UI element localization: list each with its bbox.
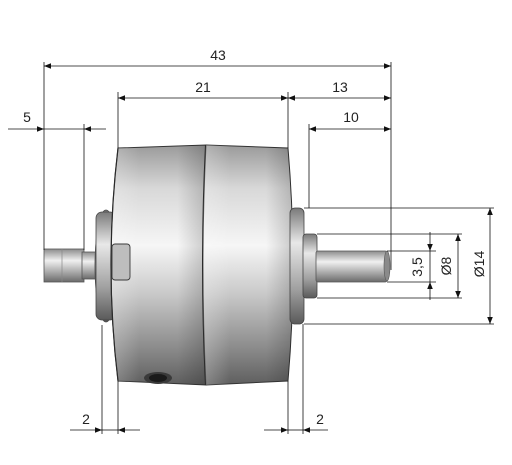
- dim-right-flange: 2: [316, 411, 324, 427]
- body-left-half: [110, 144, 207, 386]
- dim-shaft-flat: 3,5: [409, 257, 425, 277]
- set-screw-icon: [144, 372, 172, 384]
- dim-shaft-diameter: Ø8: [438, 256, 454, 275]
- output-shaft: [315, 250, 391, 283]
- body-right-half: [202, 144, 294, 386]
- dim-hub-diameter: Ø14: [471, 251, 487, 278]
- dim-output-free-length: 10: [343, 109, 359, 125]
- dimension-lines: [8, 62, 494, 434]
- dim-output-shaft-length: 13: [332, 79, 348, 95]
- dimension-labels: 43 21 13 10 5 2 2 3,5 Ø8 Ø14: [23, 47, 487, 427]
- dim-overall-length: 43: [210, 47, 226, 63]
- dim-left-flange: 2: [82, 411, 90, 427]
- right-hub: [289, 207, 318, 325]
- dim-input-shaft-length: 5: [23, 109, 31, 125]
- input-shaft: [43, 248, 101, 283]
- coupling-part: [43, 144, 391, 386]
- dim-body-length: 21: [195, 79, 211, 95]
